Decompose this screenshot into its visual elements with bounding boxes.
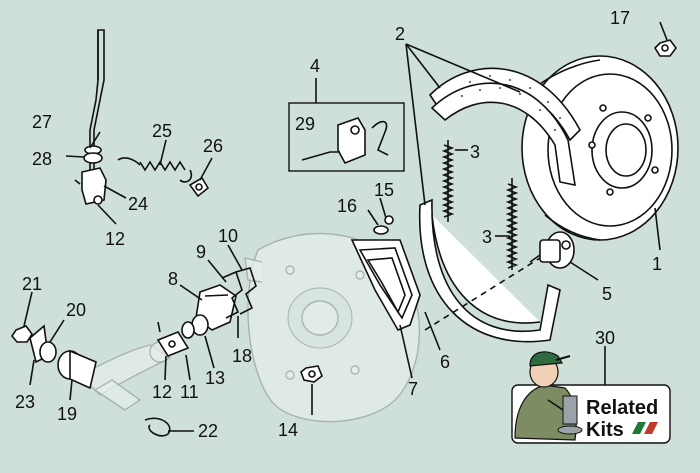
callout-7: 7: [408, 379, 418, 399]
callout-28: 28: [32, 149, 52, 169]
callout-17: 17: [610, 8, 630, 28]
bleed-valve[interactable]: [301, 117, 389, 165]
wheel-cylinder[interactable]: [529, 231, 575, 269]
spring-clip-9[interactable]: [221, 270, 243, 319]
related-kits-line2: Kits: [586, 419, 624, 441]
callout-3-upper: 3: [470, 142, 480, 162]
callout-12-bottom: 12: [152, 382, 172, 402]
related-kits-line1: Related: [586, 397, 658, 419]
callout-29: 29: [295, 114, 315, 134]
return-spring-upper[interactable]: [441, 140, 455, 222]
return-spring-lower[interactable]: [505, 178, 519, 270]
callout-27: 27: [32, 112, 52, 132]
handbrake-arm-ghost: [78, 341, 172, 411]
brake-shoe-lower[interactable]: [418, 198, 561, 343]
leader-lines: [23, 21, 668, 432]
split-pin[interactable]: [157, 321, 161, 333]
callout-3-lower: 3: [482, 227, 492, 247]
callout-19: 19: [57, 404, 77, 424]
adjuster-clip[interactable]: [384, 215, 394, 225]
callout-5: 5: [602, 284, 612, 304]
callout-15: 15: [374, 180, 394, 200]
callout-4: 4: [310, 56, 320, 76]
callout-6: 6: [440, 352, 450, 372]
pivot-bolt[interactable]: [57, 349, 97, 390]
callout-12-left: 12: [105, 229, 125, 249]
callout-labels: 1 2 3 3 4 5 6 7 8 9 10 11 12 12 13 14 15…: [15, 8, 662, 441]
adjuster-plate[interactable]: [350, 239, 421, 332]
adjuster-washer[interactable]: [373, 225, 389, 235]
mechanic-mascot-icon: [514, 351, 583, 441]
spring-clip-10[interactable]: [235, 267, 257, 315]
callout-18: 18: [232, 346, 252, 366]
backplate-nut[interactable]: [300, 365, 323, 383]
bleed-valve-inset: [288, 102, 405, 172]
pull-off-spring[interactable]: [117, 157, 193, 183]
callout-8: 8: [168, 269, 178, 289]
leader-dash: [424, 257, 541, 331]
callout-10: 10: [218, 226, 238, 246]
callout-2: 2: [395, 24, 405, 44]
spring-clip-plate[interactable]: [188, 176, 210, 198]
callout-20: 20: [66, 300, 86, 320]
brake-shoe-upper[interactable]: [428, 67, 581, 187]
callout-22: 22: [198, 421, 218, 441]
callout-24: 24: [128, 194, 148, 214]
clevis-11[interactable]: [156, 331, 190, 357]
callout-16: 16: [337, 196, 357, 216]
callout-21: 21: [22, 274, 42, 294]
circlip[interactable]: [144, 417, 171, 437]
callout-23: 23: [15, 392, 35, 412]
brake-drum[interactable]: [521, 55, 679, 241]
callout-9: 9: [196, 242, 206, 262]
mounting-bracket[interactable]: [29, 324, 57, 364]
drum-nut[interactable]: [653, 39, 677, 57]
rod-washer[interactable]: [83, 145, 103, 164]
callout-25: 25: [152, 121, 172, 141]
callout-14: 14: [278, 420, 298, 440]
callout-30: 30: [595, 328, 615, 348]
tappet-assembly[interactable]: [181, 314, 209, 339]
callout-1: 1: [652, 254, 662, 274]
callout-26: 26: [203, 136, 223, 156]
nut-21[interactable]: [11, 325, 33, 343]
kit-stripes-icon: [632, 422, 658, 434]
callout-13: 13: [205, 368, 225, 388]
clevis-block[interactable]: [74, 167, 107, 205]
callout-11: 11: [180, 382, 199, 402]
